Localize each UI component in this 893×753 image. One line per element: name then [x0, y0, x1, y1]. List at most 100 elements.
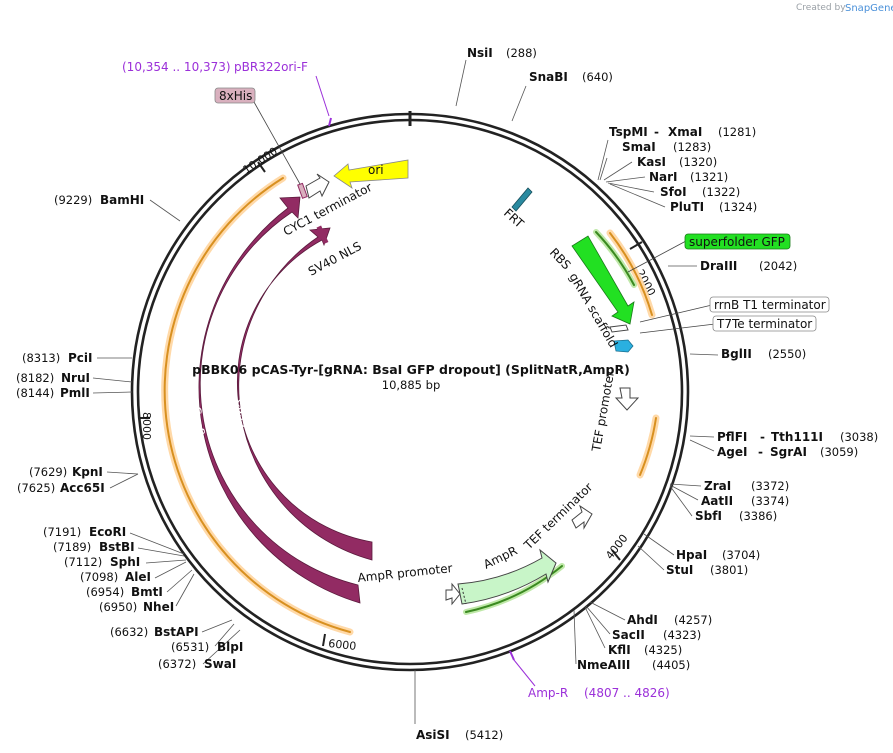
svg-text:BamHI: BamHI	[100, 193, 144, 207]
site-nhei[interactable]: (6950)NheI	[99, 600, 174, 614]
svg-text:(7191): (7191)	[43, 525, 81, 539]
site-smai[interactable]: SmaI(1283)	[622, 140, 711, 154]
site-ahdi[interactable]: AhdI(4257)	[627, 613, 712, 627]
site-snabi[interactable]: SnaBI(640)	[529, 70, 613, 84]
svg-text:(3372): (3372)	[751, 479, 789, 493]
primer-pbr322ori-f[interactable]: (10,354 .. 10,373) pBR322ori-F	[122, 60, 308, 74]
site-zrai[interactable]: ZraI (3372)	[704, 479, 789, 493]
t7te-terminator-arrow	[613, 339, 634, 353]
site-leaders	[92, 59, 719, 724]
site-tspmi-xmai[interactable]: TspMI-XmaI(1281)	[609, 125, 756, 139]
label-8xhis[interactable]: 8xHis	[214, 87, 256, 104]
svg-text:SmaI: SmaI	[622, 140, 656, 154]
label-rrnb-t1-terminator[interactable]: rrnB T1 terminator	[709, 296, 830, 313]
svg-text:(6632): (6632)	[110, 625, 148, 639]
scale-ticks	[138, 161, 643, 647]
site-bstapi[interactable]: (6632)BstAPI	[110, 625, 199, 639]
site-bglii[interactable]: BglII(2550)	[721, 347, 806, 361]
site-acc65i[interactable]: (7625) Acc65I	[17, 481, 105, 495]
site-nmeaiii[interactable]: NmeAIII(4405)	[577, 658, 690, 672]
site-asisi[interactable]: AsiSI(5412)	[416, 728, 503, 742]
label-superfolder-gfp[interactable]: superfolder GFP	[684, 233, 791, 250]
svg-text:(1281): (1281)	[718, 125, 756, 139]
site-pcii[interactable]: (8313)PciI	[22, 351, 93, 365]
site-sacii[interactable]: SacII(4323)	[612, 628, 701, 642]
svg-text:(1324): (1324)	[719, 200, 757, 214]
label-cas9-outer: Cas9	[189, 405, 207, 436]
site-agei-sgrai[interactable]: AgeI-SgrAI(3059)	[717, 445, 858, 459]
svg-text:(1321): (1321)	[690, 170, 728, 184]
feature-leaders	[253, 101, 716, 334]
primer-amp-r[interactable]: Amp-R (4807 .. 4826)	[528, 686, 670, 700]
cyc1-terminator-arrow	[305, 173, 330, 199]
site-hpai[interactable]: HpaI(3704)	[676, 548, 760, 562]
svg-text:(3801): (3801)	[710, 563, 748, 577]
site-swai[interactable]: (6372)SwaI	[158, 657, 236, 671]
svg-text:(8144): (8144)	[16, 386, 54, 400]
label-ori: ori	[368, 163, 384, 177]
site-kpni[interactable]: (7629) KpnI	[29, 465, 103, 479]
label-ampr-promoter: AmpR promoter	[357, 561, 453, 585]
svg-text:NruI: NruI	[61, 371, 90, 385]
site-ecori[interactable]: (7191)EcoRI	[43, 525, 126, 539]
svg-text:(7625): (7625)	[17, 481, 55, 495]
svg-text:SgrAI: SgrAI	[770, 445, 807, 459]
site-blpi[interactable]: (6531)BlpI	[171, 640, 243, 654]
label-t7te-terminator[interactable]: T7Te terminator	[712, 315, 817, 332]
svg-text:pBR322ori-F: pBR322ori-F	[234, 60, 308, 74]
site-draiii[interactable]: DraIII(2042)	[700, 259, 797, 273]
svg-text:StuI: StuI	[666, 563, 693, 577]
tick-6000: 6000	[328, 637, 357, 653]
site-pluti[interactable]: PluTI(1324)	[670, 200, 757, 214]
svg-text:rrnB T1 terminator: rrnB T1 terminator	[714, 298, 826, 312]
tef-terminator-arrow	[571, 504, 593, 530]
site-kasi[interactable]: KasI(1320)	[637, 155, 717, 169]
tef-promoter-arrow	[614, 387, 640, 411]
cas9-outer-arrow	[198, 196, 361, 604]
svg-text:(7098): (7098)	[80, 570, 118, 584]
svg-text:KpnI: KpnI	[72, 465, 103, 479]
svg-text:KasI: KasI	[637, 155, 666, 169]
cas9-inner-arrow	[237, 227, 373, 561]
site-nsii[interactable]: NsiI(288)	[467, 46, 537, 60]
amp-r-primer-mark	[509, 650, 515, 661]
tick-10000: 10,000	[241, 145, 280, 177]
ori-arrow	[333, 159, 409, 189]
label-tef-promoter: TEF promoter	[589, 370, 617, 454]
svg-text:DraIII: DraIII	[700, 259, 737, 273]
svg-text:(288): (288)	[506, 46, 537, 60]
sv40-nls-mark	[316, 225, 329, 245]
svg-text:KflI: KflI	[608, 643, 631, 657]
label-sv40-nls: SV40 NLS	[306, 239, 364, 279]
svg-text:(8313): (8313)	[22, 351, 60, 365]
site-nari[interactable]: NarI(1321)	[649, 170, 728, 184]
label-frt: FRT	[501, 206, 527, 231]
svg-text:(2550): (2550)	[768, 347, 806, 361]
site-pmli[interactable]: (8144)PmlI	[16, 386, 90, 400]
plasmid-title: pBBK06 pCAS-Tyr-[gRNA: BsaI GFP dropout]…	[192, 362, 630, 377]
svg-text:BmtI: BmtI	[131, 585, 163, 599]
site-sphi[interactable]: (7112)SphI	[64, 555, 140, 569]
site-sfoi[interactable]: SfoI(1322)	[660, 185, 740, 199]
svg-text:PflFI: PflFI	[717, 430, 747, 444]
site-bamhi[interactable]: (9229)BamHI	[54, 193, 144, 207]
grna-scaffold-arrow	[609, 324, 629, 333]
svg-text:(3374): (3374)	[751, 494, 789, 508]
site-bmti[interactable]: (6954)BmtI	[86, 585, 163, 599]
site-stui[interactable]: StuI (3801)	[666, 563, 748, 577]
svg-text:(4807 .. 4826): (4807 .. 4826)	[584, 686, 670, 700]
svg-text:Acc65I: Acc65I	[60, 481, 105, 495]
site-bstbi[interactable]: (7189)BstBI	[53, 540, 135, 554]
site-sbfi[interactable]: SbfI(3386)	[695, 509, 777, 523]
site-pflfi-tth111i[interactable]: PflFI-Tth111I(3038)	[717, 430, 878, 444]
site-kfli[interactable]: KflI(4325)	[608, 643, 682, 657]
svg-text:ZraI: ZraI	[704, 479, 731, 493]
site-aatii[interactable]: AatII(3374)	[701, 494, 789, 508]
svg-text:(7629): (7629)	[29, 465, 67, 479]
svg-text:(3704): (3704)	[722, 548, 760, 562]
svg-text:Tth111I: Tth111I	[771, 430, 823, 444]
svg-text:T7Te terminator: T7Te terminator	[716, 317, 812, 331]
site-alei[interactable]: (7098)AleI	[80, 570, 151, 584]
svg-text:(5412): (5412)	[465, 728, 503, 742]
site-nrui[interactable]: (8182)NruI	[16, 371, 90, 385]
